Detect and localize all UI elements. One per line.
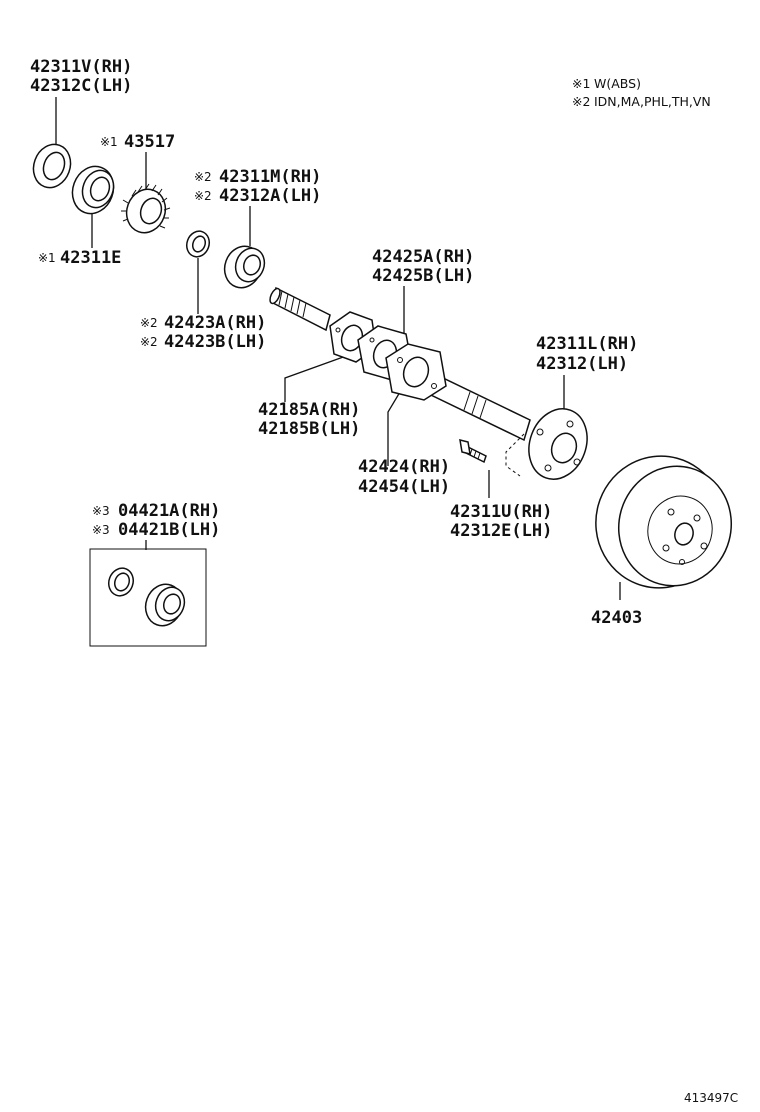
label-line: 43517 [124,132,175,152]
label-line: 42311U(RH) [450,502,552,522]
label-gasket: 42185A(RH) 42185B(LH) [258,400,360,439]
label-line: 42311E [60,248,121,268]
note-2-text: IDN,MA,PHL,TH,VN [594,94,711,109]
bearing-cone-part [223,245,266,289]
label-line: 42312C(LH) [30,76,132,96]
note-2-mark: ※2 [572,94,590,109]
label-brake-drum: 42403 [591,608,642,628]
label-line: 42311V(RH) [30,57,132,77]
label-line: 04421A(RH) [118,501,220,521]
label-line: 42425A(RH) [372,247,474,267]
label-plate-retainer: 42425A(RH) 42425B(LH) [372,247,474,286]
label-bearing-inner: ※1 42311E [38,248,121,268]
bearing-kit-box [89,548,207,647]
label-hub-bolt: 42311U(RH) 42312E(LH) [450,502,552,541]
leader-gasket [284,355,347,402]
label-axle-shaft: 42311L(RH) 42312(LH) [536,334,638,374]
hub-bolt-part [459,438,487,464]
label-line: 04421B(LH) [118,520,220,540]
label-line: 42403 [591,608,642,628]
label-line: 42185A(RH) [258,400,360,420]
axle-shaft-part [269,286,588,480]
leader-retainer-plate [387,391,401,466]
note-1-text: W(ABS) [594,76,641,91]
note-2: ※2 IDN,MA,PHL,TH,VN [572,94,711,109]
leader-lines [55,97,621,600]
label-line: 42311M(RH) [219,167,321,187]
label-mark: ※1 [38,251,56,265]
label-bearing-cone: ※2 42311M(RH) ※2 42312A(LH) [194,167,321,206]
brake-drum-part [595,455,733,589]
label-line: 42185B(LH) [258,419,360,439]
bearing-part [71,165,115,215]
label-retainer-plate: 42424(RH) 42454(LH) [358,457,450,497]
label-mark: ※1 [100,135,118,149]
label-kit-bearing: ※3 04421A(RH) ※3 04421B(LH) [92,501,220,540]
label-line: 42312(LH) [536,354,628,374]
label-line: 42425B(LH) [372,266,474,286]
abs-rotor-part [121,183,171,234]
label-mark: ※2 [194,170,212,184]
label-mark: ※3 [92,504,110,518]
label-mark: ※2 [140,316,158,330]
label-line: 42311L(RH) [536,334,638,354]
oil-seal-part [32,143,72,189]
small-ring-part [185,230,211,258]
label-line: 42454(LH) [358,477,450,497]
label-ring-small: ※2 42423A(RH) ※2 42423B(LH) [140,313,266,352]
label-mark: ※2 [194,189,212,203]
label-line: 42424(RH) [358,457,450,477]
label-line: 42312A(LH) [219,186,321,206]
label-line: 42423A(RH) [164,313,266,333]
note-1-mark: ※1 [572,76,590,91]
label-mark: ※3 [92,523,110,537]
label-abs-rotor: ※1 43517 [100,132,175,152]
catalog-number: 413497C [684,1091,738,1105]
note-1: ※1 W(ABS) [572,76,641,91]
retainer-plate-part [385,343,447,401]
label-line: 42423B(LH) [164,332,266,352]
label-seal-outer: 42311V(RH) 42312C(LH) [30,57,132,96]
label-line: 42312E(LH) [450,521,552,541]
label-mark: ※2 [140,335,158,349]
